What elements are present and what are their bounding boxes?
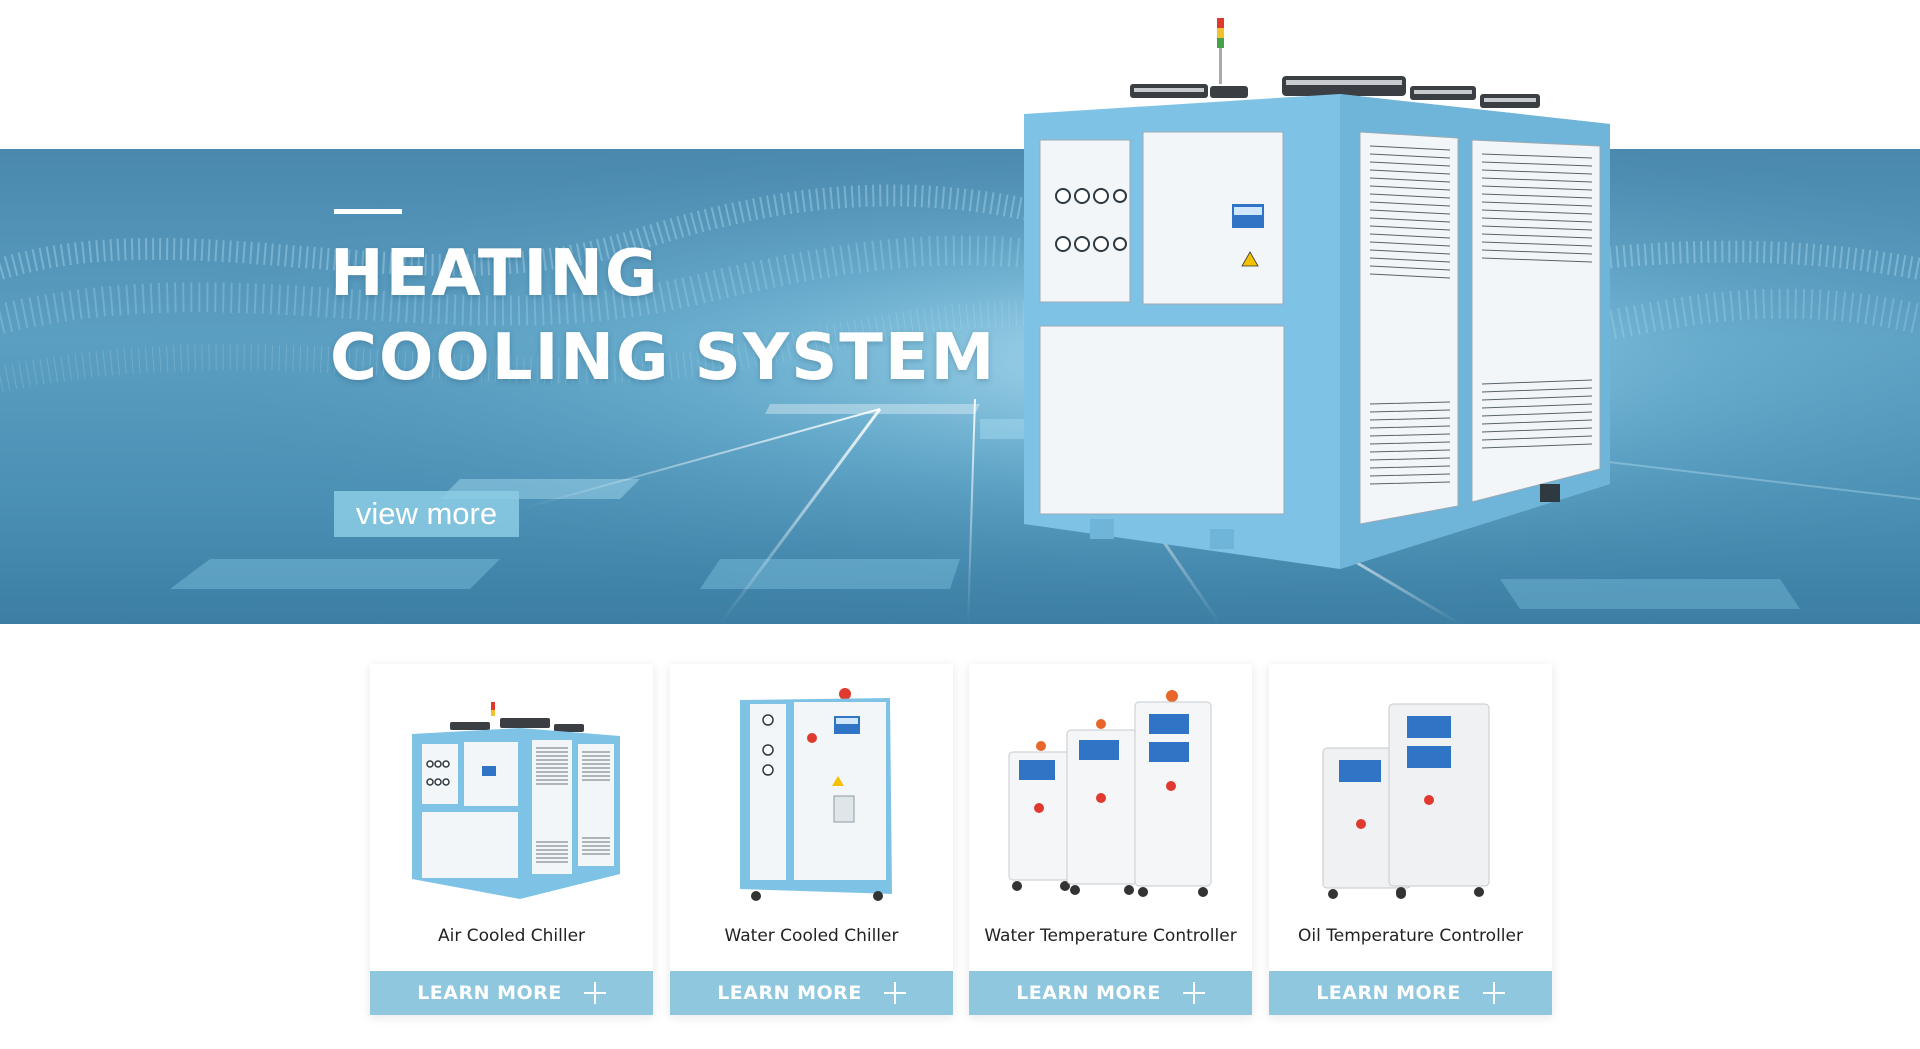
product-image-water-cooled-chiller[interactable] [670, 674, 953, 914]
product-image-air-cooled-chiller[interactable] [370, 674, 653, 914]
plus-icon [583, 982, 606, 1004]
learn-more-label: LEARN MORE [717, 982, 862, 1004]
plus-icon [1182, 982, 1205, 1004]
product-image-water-temperature-controller[interactable] [969, 674, 1252, 914]
learn-more-label: LEARN MORE [1316, 982, 1461, 1004]
hero-title-line1: HEATING [330, 237, 660, 311]
plus-icon [883, 982, 906, 1004]
product-image-oil-temperature-controller[interactable] [1269, 674, 1552, 914]
product-name: Oil Temperature Controller [1298, 926, 1523, 946]
learn-more-label: LEARN MORE [417, 982, 562, 1004]
hero-title-line2: COOLING SYSTEM [330, 321, 997, 395]
product-card-water-cooled-chiller[interactable]: Water Cooled Chiller LEARN MORE [670, 664, 953, 1015]
product-card-water-temperature-controller[interactable]: Water Temperature Controller LEARN MORE [969, 664, 1252, 1015]
product-name: Air Cooled Chiller [437, 926, 586, 946]
air-cooled-chiller-hero-image [1024, 18, 1610, 569]
product-card-oil-temperature-controller[interactable]: Oil Temperature Controller LEARN MORE [1269, 664, 1552, 1015]
product-cards: Air Cooled Chiller LEARN MORE [370, 664, 1552, 1016]
hero-banner: HEATING COOLING SYSTEM view more [0, 18, 1920, 624]
title-accent-line [334, 209, 402, 214]
learn-more-button[interactable]: LEARN MORE [1269, 971, 1552, 1015]
learn-more-label: LEARN MORE [1016, 982, 1161, 1004]
learn-more-button[interactable]: LEARN MORE [370, 971, 653, 1015]
product-card-air-cooled-chiller[interactable]: Air Cooled Chiller LEARN MORE [370, 664, 653, 1015]
view-more-button[interactable]: view more [334, 491, 519, 537]
product-name: Water Temperature Controller [984, 926, 1237, 946]
learn-more-button[interactable]: LEARN MORE [969, 971, 1252, 1015]
learn-more-button[interactable]: LEARN MORE [670, 971, 953, 1015]
product-name: Water Cooled Chiller [724, 926, 899, 946]
hero-title: HEATING COOLING SYSTEM [330, 232, 996, 400]
plus-icon [1482, 982, 1505, 1004]
